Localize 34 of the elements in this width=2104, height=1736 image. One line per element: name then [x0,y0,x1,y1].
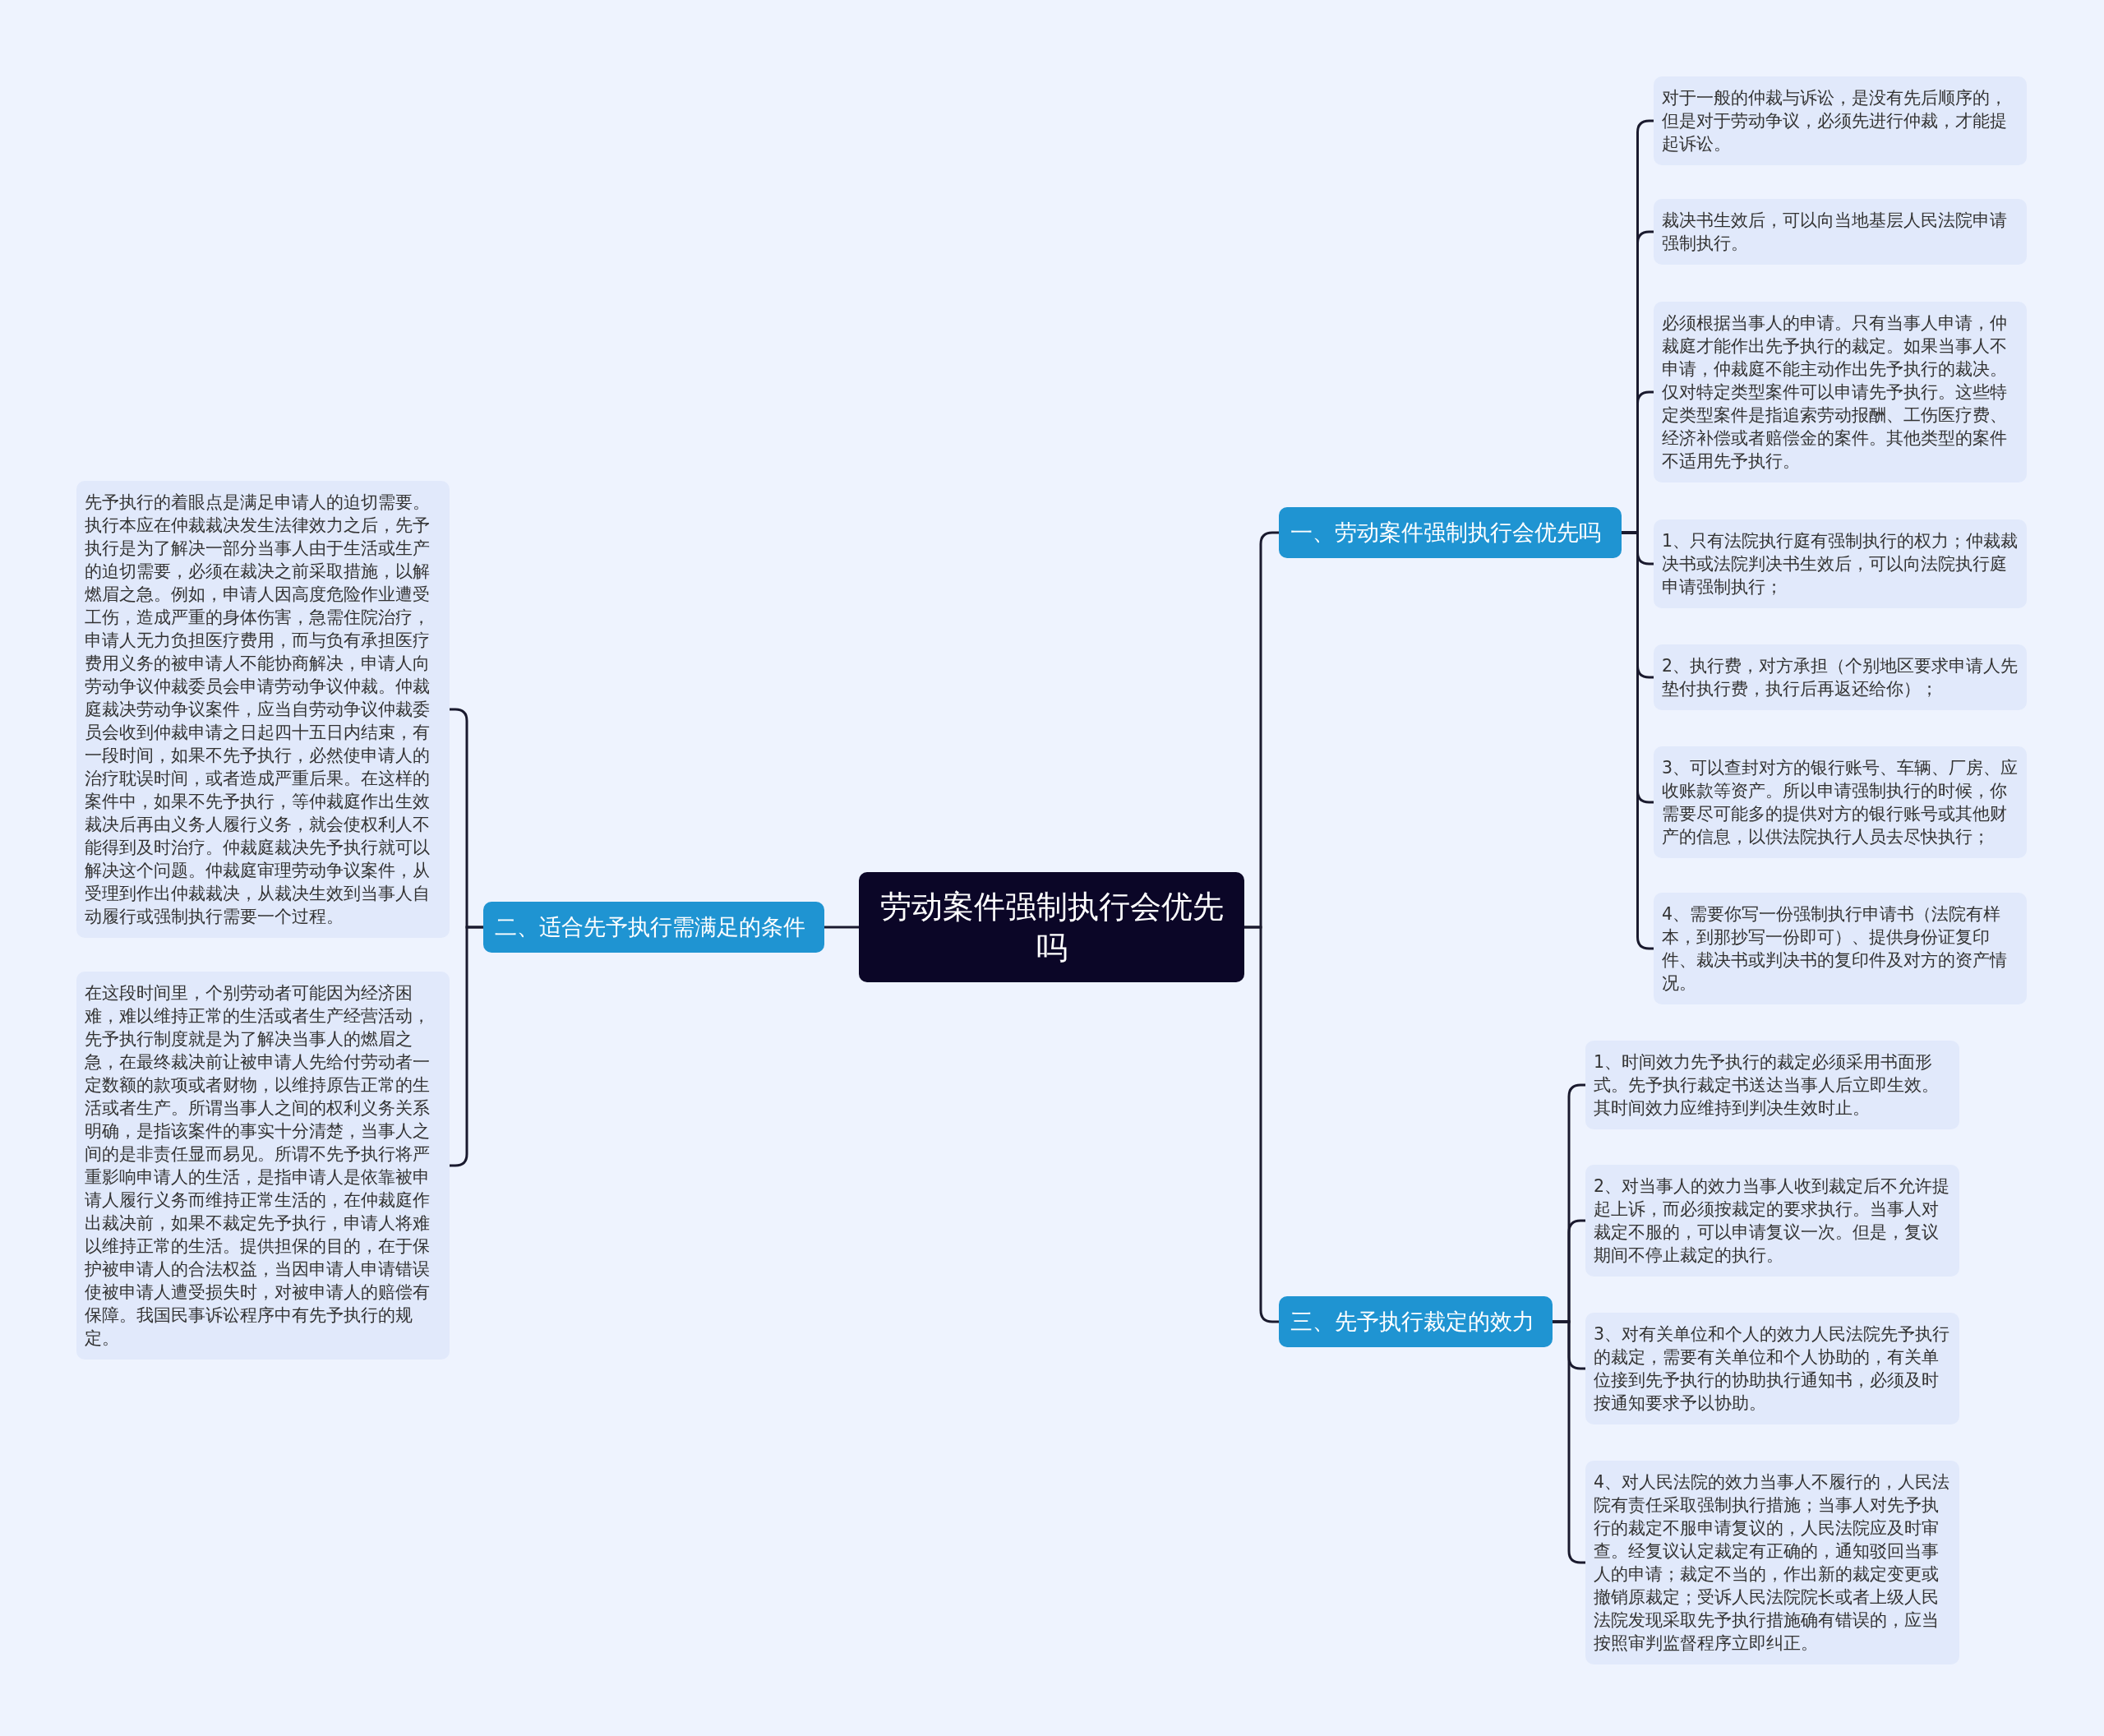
note-text: 裁决书生效后，可以向当地基层人民法院申请强制执行。 [1662,210,2008,255]
note-box [1585,1313,1959,1424]
central-topic-box [859,872,1244,982]
note-text: 3、对有关单位和个人的效力人民法院先予执行的裁定，需要有关单位和个人协助的，有关单位接到先予执行的协助执行通知书，必须及时按通知要求予以协助。 [1594,1323,1951,1415]
note-text: 先予执行的着眼点是满足申请人的迫切需要。执行本应在仲裁裁决发生法律效力之后，先予执行是为了解决一部分当事人由于生活或生产的迫切需要，必须在裁决之前采取措施，以解燃眉之急。例如，申请人因高度危险作业遭受工伤，造成严重的身体伤害，急需住院治疗，申请人无力负担医疗费用，而与负有承担医疗费用义务的被申请人不能协商解决，申请人向劳动争议仲裁委员会申请劳动争议仲裁。仲裁庭裁决劳动争议案件，应当自劳动争议仲裁委员会收到仲裁申请之日起四十五日内结束，有一段时间，如果不先予执行，必然使申请人的治疗耽误时间，或者造成严重后果。在这样的案件中，如果不先予执行，等仲裁庭作出生效裁决后再由义务人履行义务，就会使权利人不能得到及时治疗。仲裁庭裁决先予执行就可以解决这个问题。仲裁庭审理劳动争议案件，从受理到作出仲裁裁决，从裁决生效到当事人自动履行或强制执行需要一个过程。 [85,492,431,928]
note-text: 2、执行费，对方承担（个别地区要求申请人先垫付执行费，执行后再返还给你）； [1662,655,2019,700]
branch-title: 三、先予执行裁定的效力 [1290,1308,1535,1336]
branch-topic-box [1279,1296,1553,1347]
note-text: 2、对当事人的效力当事人收到裁定后不允许提起上诉，而必须按裁定的要求执行。当事人对裁定不服的，可以申请复议一次。但是，复议期间不停止裁定的执行。 [1594,1175,1951,1267]
note-text: 4、需要你写一份强制执行申请书（法院有样本，到那抄写一份即可）、提供身份证复印件、裁决书或判决书的复印件及对方的资产情况。 [1662,903,2008,995]
note-box [1654,644,2027,710]
note-text: 4、对人民法院的效力当事人不履行的，人民法院有责任采取强制执行措施；当事人对先予执行的裁定不服申请复议的，人民法院应及时审查。经复议认定裁定有正确的，通知驳回当事人的申请；裁定不当的，作出新的裁定变更或撤销原裁定；受诉人民法院院长或者上级人民法院发现采取先予执行措施确有错误的，应当按照审判监督程序立即纠正。 [1594,1471,1951,1655]
connector-line [824,926,859,929]
branch-topic-box [1279,507,1622,558]
branch-title: 二、适合先予执行需满足的条件 [495,913,806,941]
note-box [1654,893,2027,1004]
note-box [1654,302,2027,482]
note-text: 1、时间效力先予执行的裁定必须采用书面形式。先予执行裁定书送达当事人后立即生效。其时间效力应维持到判决生效时止。 [1594,1051,1940,1120]
note-text: 3、可以查封对方的银行账号、车辆、厂房、应收账款等资产。所以申请强制执行的时候，你需要尽可能多的提供对方的银行账号或其他财产的信息，以供法院执行人员去尽快执行； [1662,757,2019,848]
connector-line [450,926,483,1167]
note-box [1654,76,2027,165]
note-box [1654,199,2027,265]
note-box [1585,1041,1959,1129]
note-text: 1、只有法院执行庭有强制执行的权力；仲裁裁决书或法院判决书生效后，可以向法院执行庭申请强制执行； [1662,530,2019,598]
note-text: 在这段时间里，个别劳动者可能因为经济困难，难以维持正常的生活或者生产经营活动，先予执行制度就是为了解决当事人的燃眉之急，在最终裁决前让被申请人先给付劳动者一定数额的款项或者财物，以维持原告正常的生活或者生产。所谓当事人之间的权利义务关系明确，是指该案件的事实十分清楚，当事人之间的是非责任显而易见。所谓不先予执行将严重影响申请人的生活，是指申请人是依靠被申请人履行义务而维持正常生活的，在仲裁庭作出裁决前，如果不裁定先予执行，申请人将难以维持正常的生活。提供担保的目的，在于保护被申请人的合法权益，当因申请人申请错误使被申请人遭受损失时，对被申请人的赔偿有保障。我国民事诉讼程序中有先予执行的规定。 [85,982,431,1350]
note-box [1654,519,2027,608]
note-text: 必须根据当事人的申请。只有当事人申请，仲裁庭才能作出先予执行的裁定。如果当事人不申请，仲裁庭不能主动作出先予执行的裁决。仅对特定类型案件可以申请先予执行。这些特定类型案件是指追索劳动报酬、工伤医疗费、经济补偿或者赔偿金的案件。其他类型的案件不适用先予执行。 [1662,312,2008,473]
note-box [1585,1165,1959,1277]
connector-line [1244,926,1279,1323]
note-text: 对于一般的仲裁与诉讼，是没有先后顺序的，但是对于劳动争议，必须先进行仲裁，才能提起诉讼。 [1662,87,2008,155]
branch-title: 一、劳动案件强制执行会优先吗 [1290,519,1602,547]
branch-topic-box [483,902,824,953]
note-box [1654,746,2027,858]
topic-title: 劳动案件强制执行会优先吗 [879,888,1225,967]
